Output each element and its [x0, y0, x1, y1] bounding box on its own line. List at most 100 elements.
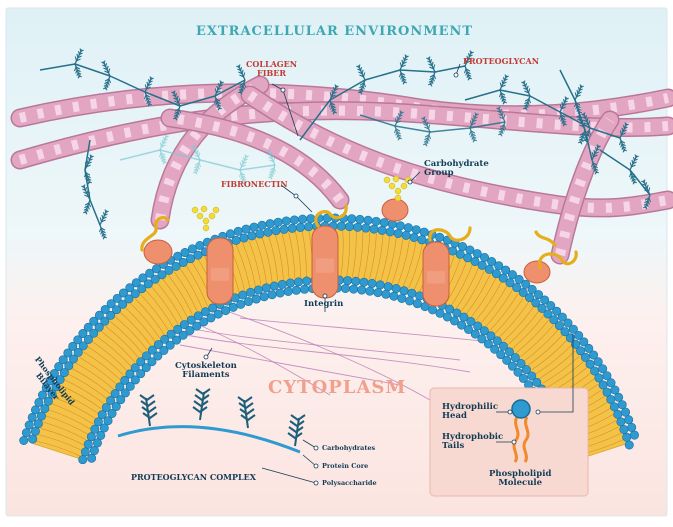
branch-leaf [620, 140, 626, 144]
branch-leaf [195, 171, 198, 175]
branch-leaf [240, 172, 246, 176]
phospholipid-head [93, 417, 103, 427]
branch-leaf [503, 100, 508, 104]
branch-leaf [648, 197, 652, 203]
branch-leaf [501, 111, 504, 116]
branch-leaf [399, 114, 403, 118]
branch-leaf [498, 130, 503, 133]
sugar-unit [208, 212, 216, 220]
phospholipid-head [178, 330, 188, 340]
phospholipid-head [141, 363, 151, 373]
branch-leaf [426, 121, 429, 126]
branch-leaf [581, 119, 584, 124]
phospholipid-head [613, 409, 623, 419]
branch-leaf [402, 57, 405, 61]
phospholipid-head [172, 335, 182, 345]
branch-leaf [645, 182, 648, 186]
phospholipid-head [221, 306, 231, 316]
branch-leaf [78, 74, 83, 78]
branch-leaf [561, 106, 566, 110]
branch-leaf [242, 161, 247, 165]
branch-leaf [424, 126, 429, 130]
phospholipid-head [120, 375, 130, 385]
branch-leaf [215, 101, 218, 106]
carbohydrate-branch [266, 149, 276, 166]
branch-leaf [77, 51, 80, 55]
branch-leaf [269, 170, 274, 174]
peripheral-protein [381, 198, 409, 222]
lipid-tail [54, 397, 96, 419]
branch-leaf [240, 91, 243, 95]
phospholipid-head [130, 289, 140, 299]
branch-leaf [524, 90, 529, 94]
branch-leaf [272, 157, 276, 162]
phospholipid-head [273, 217, 283, 227]
branch-leaf [266, 150, 270, 153]
branch-leaf [562, 103, 567, 107]
lipid-tail [475, 281, 502, 321]
branch-leaf [591, 152, 595, 157]
branch-leaf [174, 100, 179, 104]
lipid-tail [507, 310, 540, 346]
branch-leaf [621, 132, 626, 136]
phospholipid-head [450, 316, 460, 326]
lipid-tail [503, 306, 535, 342]
branch-stem [499, 75, 508, 91]
branch-leaf [101, 230, 106, 234]
phospholipid-head [90, 424, 100, 434]
branch-leaf [332, 91, 337, 95]
carbohydrate-branch [158, 149, 168, 165]
branch-leaf [596, 148, 600, 152]
branch-stem [429, 71, 436, 86]
complex-leaf [237, 396, 253, 404]
phospholipid-head [512, 283, 522, 293]
phospholipid-head [106, 310, 116, 320]
complex-leaf [193, 400, 209, 408]
phospholipid-head [78, 341, 88, 351]
branch-leaf [162, 141, 167, 145]
complex-leaf [195, 388, 211, 396]
phospholipid-head [125, 283, 135, 293]
branch-leaf [333, 110, 338, 114]
branch-leaf [160, 155, 163, 160]
branch-leaf [643, 203, 648, 206]
branch-stem [104, 75, 111, 90]
phospholipid-head [417, 235, 427, 245]
lipid-tail [511, 315, 545, 350]
branch-stem [559, 111, 566, 126]
branch-leaf [360, 91, 363, 95]
branch-leaf [241, 69, 244, 74]
phospholipid-head [458, 242, 468, 252]
phospholipid-head [193, 250, 203, 260]
proteoglycan-complex [117, 388, 306, 454]
complex-protein-core [117, 425, 301, 454]
branch-leaf [331, 108, 334, 113]
phospholipid-head [552, 306, 562, 316]
phospholipid-head [236, 299, 246, 309]
branch-leaf [584, 122, 589, 126]
phospholipid-head [120, 388, 130, 398]
phospholipid-head [289, 215, 299, 225]
phospholipid-head [336, 221, 346, 231]
phospholipid-head [55, 375, 65, 385]
fibronectin [537, 250, 578, 270]
branch-leaf [362, 72, 366, 77]
lipid-tail [369, 233, 377, 280]
branch-leaf [430, 59, 433, 63]
complex-leaf [289, 420, 305, 428]
branch-leaf [631, 178, 634, 183]
branch-leaf [395, 131, 398, 136]
branch-leaf [583, 132, 587, 138]
branch-leaf [164, 134, 167, 138]
phospholipid-head [574, 330, 584, 340]
phospholipid-head [283, 286, 293, 296]
branch-leaf [194, 162, 200, 166]
branch-stem [399, 55, 408, 71]
branch-leaf [562, 99, 565, 103]
branch-leaf [83, 191, 88, 195]
branch-leaf [427, 124, 431, 129]
branch-leaf [399, 62, 403, 67]
phospholipid-head [96, 430, 106, 440]
branch-leaf [160, 152, 166, 156]
branch-leaf [83, 208, 88, 211]
